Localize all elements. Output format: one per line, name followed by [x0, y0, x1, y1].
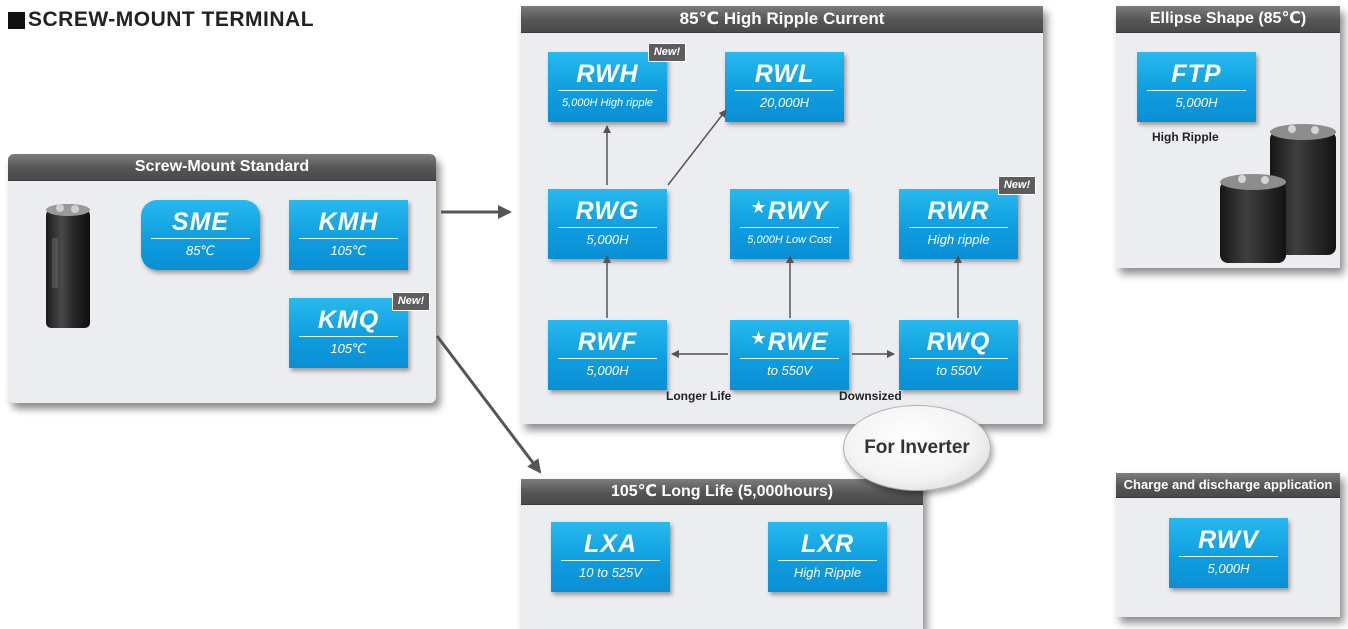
card-rwr[interactable]: RWR High ripple — [899, 189, 1018, 259]
card-rwf[interactable]: RWF 5,000H — [548, 320, 667, 390]
card-rwe[interactable]: ★RWE to 550V — [730, 320, 849, 390]
divider — [778, 560, 877, 561]
panel-title: Charge and discharge application — [1116, 473, 1340, 498]
divider — [909, 358, 1008, 359]
capacitor-image — [46, 204, 90, 328]
card-sme[interactable]: SME 85℃ — [141, 200, 260, 270]
divider — [299, 336, 398, 337]
divider — [1179, 556, 1278, 557]
divider — [909, 227, 1008, 228]
panel-charge-discharge: Charge and discharge application RWV 5,0… — [1116, 473, 1340, 617]
for-inverter-label: For Inverter — [864, 437, 970, 458]
arrow-rwg-to-rwl — [667, 109, 727, 186]
page-title-text: SCREW-MOUNT TERMINAL — [28, 8, 315, 31]
card-kmq[interactable]: KMQ 105℃ — [289, 298, 408, 368]
card-rwq[interactable]: RWQ to 550V — [899, 320, 1018, 390]
star-icon: ★ — [750, 328, 768, 348]
card-rwh[interactable]: RWH 5,000H High ripple — [548, 52, 667, 122]
panel-title: Ellipse Shape (85℃) — [1116, 6, 1340, 33]
panel-title: 85℃ High Ripple Current — [521, 6, 1043, 33]
card-rwv[interactable]: RWV 5,000H — [1169, 518, 1288, 588]
divider — [561, 560, 660, 561]
new-badge: New! — [648, 43, 686, 62]
divider — [558, 227, 657, 228]
card-lxa[interactable]: LXA 10 to 525V — [551, 522, 670, 592]
card-kmh[interactable]: KMH 105℃ — [289, 200, 408, 270]
divider — [735, 90, 834, 91]
panel-title: 105℃ Long Life (5,000hours) — [521, 479, 923, 505]
page-title: SCREW-MOUNT TERMINAL — [8, 8, 314, 32]
card-rwg[interactable]: RWG 5,000H — [548, 189, 667, 259]
divider — [299, 238, 398, 239]
square-bullet-icon — [8, 11, 25, 29]
divider — [1147, 90, 1246, 91]
card-rwy[interactable]: ★RWY 5,000H Low Cost — [730, 189, 849, 259]
panel-title: Screw-Mount Standard — [8, 154, 436, 181]
card-lxr[interactable]: LXR High Ripple — [768, 522, 887, 592]
new-badge: New! — [392, 292, 430, 311]
panel-long-life: 105℃ Long Life (5,000hours) LXA 10 to 52… — [521, 479, 923, 629]
new-badge: New! — [998, 176, 1036, 195]
divider — [151, 238, 250, 239]
divider — [740, 227, 839, 228]
panel-high-ripple-current: 85℃ High Ripple Current RWH 5,000H High … — [521, 6, 1043, 424]
for-inverter-badge: For Inverter — [843, 405, 991, 491]
card-ftp[interactable]: FTP 5,000H — [1137, 52, 1256, 122]
ellipse-capacitor-image — [1220, 124, 1336, 263]
divider — [740, 358, 839, 359]
arrow-kmq-to-long-life — [435, 335, 542, 474]
star-icon: ★ — [750, 197, 768, 217]
divider — [558, 358, 657, 359]
card-rwl[interactable]: RWL 20,000H — [725, 52, 844, 122]
divider — [558, 90, 657, 91]
panel-ellipse-shape: Ellipse Shape (85℃) FTP 5,000H High Ripp… — [1116, 6, 1340, 268]
label-high-ripple: High Ripple — [1152, 130, 1219, 144]
label-longer-life: Longer Life — [666, 389, 732, 403]
panel-screw-mount-standard: Screw-Mount Standard SME 85℃ KMH 105℃ KM… — [8, 154, 436, 403]
label-downsized: Downsized — [839, 389, 902, 403]
